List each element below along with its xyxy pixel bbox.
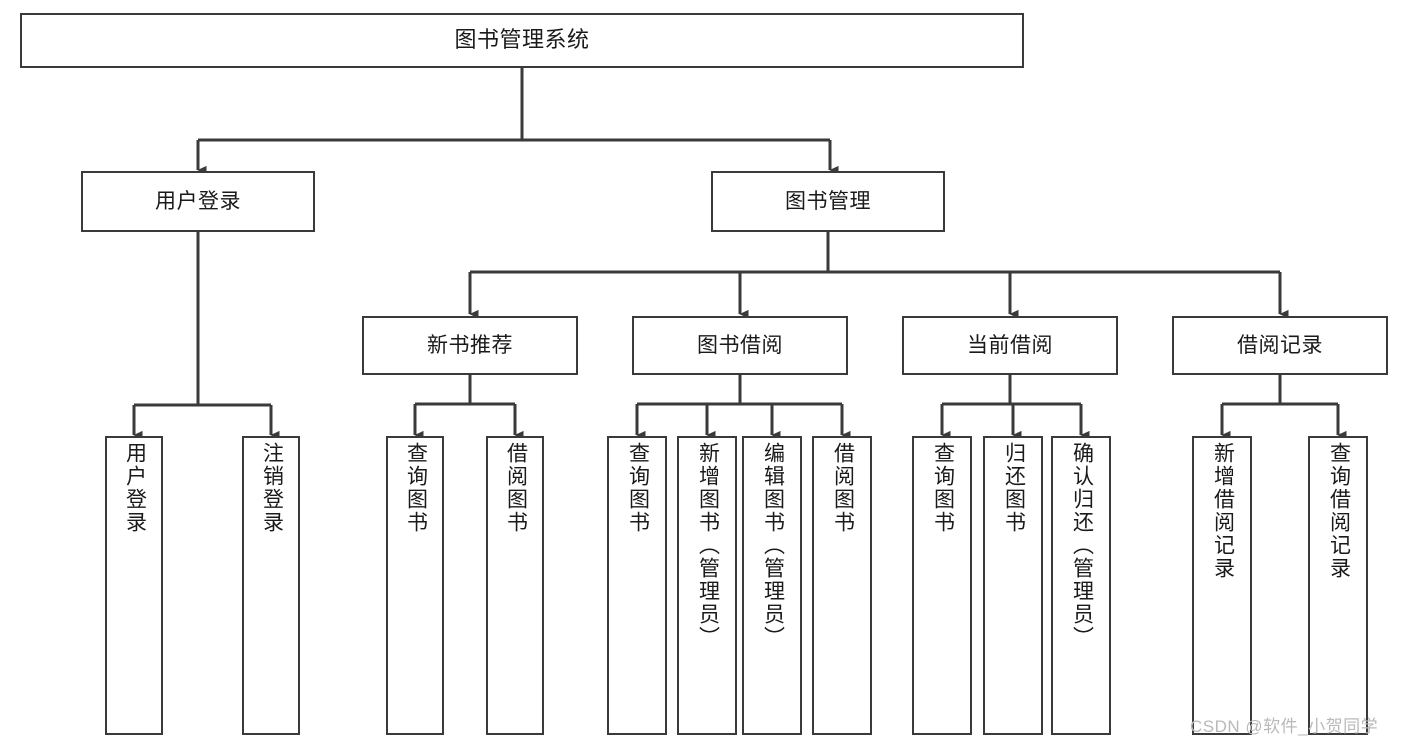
node-book-borrow-label: 图书借阅: [697, 333, 783, 357]
node-leaf-add-record[interactable]: 新增借阅记录: [1192, 436, 1252, 735]
node-new-book-recommend-label: 新书推荐: [427, 333, 513, 357]
node-leaf-return-book-label: 归还图书: [1002, 442, 1026, 534]
node-borrow-record[interactable]: 借阅记录: [1172, 316, 1388, 375]
node-book-manage[interactable]: 图书管理: [711, 171, 945, 232]
node-leaf-logout-label: 注销登录: [260, 442, 284, 534]
node-user-login-label: 用户登录: [155, 189, 241, 213]
node-leaf-query-record[interactable]: 查询借阅记录: [1308, 436, 1368, 735]
node-leaf-logout[interactable]: 注销登录: [242, 436, 300, 735]
node-book-borrow[interactable]: 图书借阅: [632, 316, 848, 375]
node-leaf-user-login-label: 用户登录: [123, 442, 147, 534]
node-leaf-query-book-3-label: 查询图书: [931, 442, 955, 534]
node-leaf-add-book-label: 新增图书（管理员）: [696, 442, 720, 649]
node-leaf-borrow-book-2-label: 借阅图书: [831, 442, 855, 534]
node-current-borrow-label: 当前借阅: [967, 333, 1053, 357]
node-leaf-query-book-1-label: 查询图书: [404, 442, 428, 534]
node-leaf-query-book-2[interactable]: 查询图书: [607, 436, 667, 735]
node-leaf-borrow-book-2[interactable]: 借阅图书: [812, 436, 872, 735]
node-leaf-borrow-book-1-label: 借阅图书: [504, 442, 528, 534]
node-leaf-confirm-return-label: 确认归还（管理员）: [1070, 442, 1094, 649]
node-root-label: 图书管理系统: [454, 27, 590, 53]
node-leaf-query-book-3[interactable]: 查询图书: [912, 436, 972, 735]
node-leaf-add-record-label: 新增借阅记录: [1211, 442, 1235, 580]
node-new-book-recommend[interactable]: 新书推荐: [362, 316, 578, 375]
node-borrow-record-label: 借阅记录: [1237, 333, 1323, 357]
node-user-login[interactable]: 用户登录: [81, 171, 315, 232]
node-leaf-query-record-label: 查询借阅记录: [1327, 442, 1351, 580]
node-leaf-confirm-return[interactable]: 确认归还（管理员）: [1051, 436, 1111, 735]
node-leaf-edit-book-label: 编辑图书（管理员）: [761, 442, 785, 649]
node-root[interactable]: 图书管理系统: [20, 13, 1024, 68]
node-leaf-borrow-book-1[interactable]: 借阅图书: [486, 436, 544, 735]
node-book-manage-label: 图书管理: [785, 189, 871, 213]
node-leaf-edit-book[interactable]: 编辑图书（管理员）: [742, 436, 802, 735]
node-leaf-return-book[interactable]: 归还图书: [983, 436, 1043, 735]
node-leaf-user-login[interactable]: 用户登录: [105, 436, 163, 735]
node-current-borrow[interactable]: 当前借阅: [902, 316, 1118, 375]
node-leaf-query-book-2-label: 查询图书: [626, 442, 650, 534]
node-leaf-query-book-1[interactable]: 查询图书: [386, 436, 444, 735]
node-leaf-add-book[interactable]: 新增图书（管理员）: [677, 436, 737, 735]
